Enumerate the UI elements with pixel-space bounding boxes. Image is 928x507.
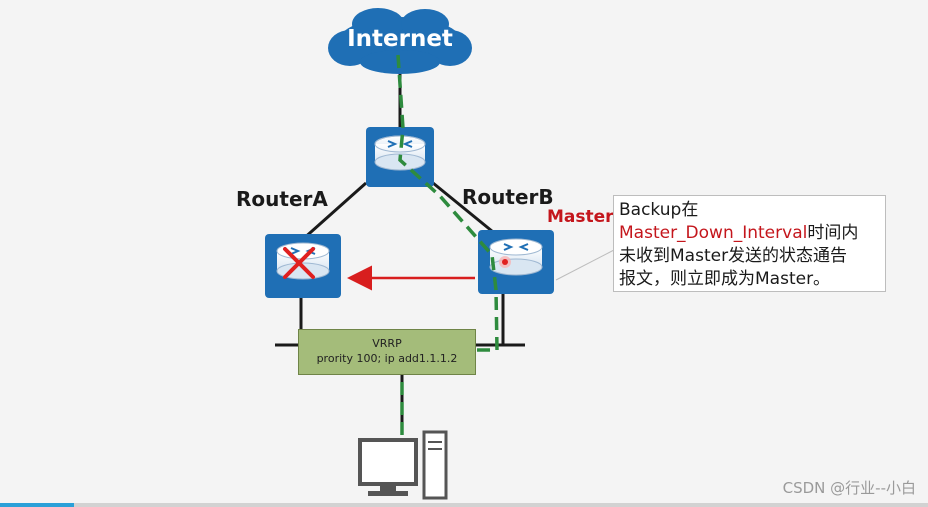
vrrp-title: VRRP	[372, 337, 402, 350]
router-b-pointer-icon	[499, 256, 511, 268]
master-role-label: Master	[547, 207, 614, 227]
internet-cloud	[328, 8, 472, 74]
callout-line-2: Master_Down_Interval时间内	[619, 222, 880, 245]
playback-progress-fill	[0, 503, 75, 507]
link-core-router-b	[432, 181, 499, 238]
playback-progress-bar[interactable]	[0, 503, 928, 507]
core-router-icon	[366, 127, 434, 187]
router-a-label: RouterA	[236, 187, 328, 211]
callout-pointer	[555, 249, 615, 281]
internet-label: Internet	[347, 26, 453, 52]
router-a-failure-x-icon	[283, 247, 315, 279]
explanation-callout: Backup在 Master_Down_Interval时间内 未收到Maste…	[613, 195, 886, 292]
callout-line-2-suffix: 时间内	[807, 223, 859, 243]
link-core-router-a	[301, 181, 367, 242]
router-b-icon	[478, 230, 554, 294]
vrrp-config: prority 100; ip add1.1.1.2	[316, 352, 458, 365]
pc-icon	[358, 430, 448, 500]
watermark: CSDN @行业--小白	[782, 479, 916, 497]
callout-line-3: 未收到Master发送的状态通告	[619, 246, 848, 266]
traffic-path	[396, 54, 499, 440]
vrrp-group-box: VRRP prority 100; ip add1.1.1.2	[298, 329, 476, 375]
router-b-label: RouterB	[462, 185, 554, 209]
callout-line-4: 报文，则立即成为Master。	[619, 269, 831, 289]
callout-line-1: Backup在	[619, 200, 699, 220]
callout-highlight: Master_Down_Interval	[619, 223, 808, 243]
